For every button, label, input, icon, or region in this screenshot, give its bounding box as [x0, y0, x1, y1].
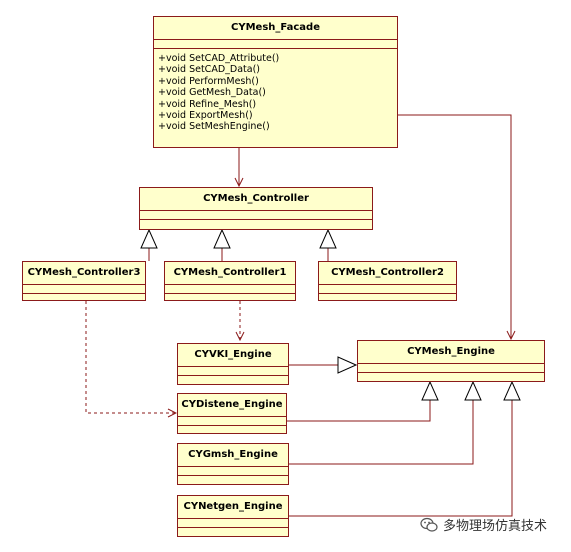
wechat-icon: [420, 517, 438, 532]
controller1-class-name: CYMesh_Controller1: [165, 262, 295, 285]
facade-operation: +void GetMesh_Data(): [158, 87, 266, 99]
engine-class[interactable]: CYMesh_Engine: [357, 340, 545, 382]
controller3-attributes: [23, 285, 145, 294]
gmsh-generalization-link: [289, 400, 474, 465]
facade-operation: +void SetCAD_Attribute(): [158, 53, 280, 64]
gmsh-engine-attributes: [178, 467, 288, 476]
controller2-attributes: [319, 285, 456, 294]
vki-engine-attributes: [178, 367, 288, 376]
vki-engine-class-name: CYVKI_Engine: [178, 344, 288, 367]
distene-generalization-arrow: [421, 380, 439, 401]
controller-class-name: CYMesh_Controller: [140, 188, 372, 211]
facade-to-engine-link: [397, 114, 511, 339]
engine-attributes: [358, 364, 544, 373]
engine-class-name: CYMesh_Engine: [358, 341, 544, 364]
controller2-generalization-arrow: [319, 228, 337, 249]
watermark-text: 多物理场仿真技术: [443, 519, 548, 534]
facade-operation: +void SetCAD_Data(): [158, 64, 260, 76]
distene-generalization-link: [287, 400, 431, 422]
gmsh-generalization-arrow: [464, 380, 482, 401]
controller3-generalization-arrow: [140, 228, 158, 249]
controller3-to-distene-dependency: [85, 301, 176, 413]
facade-attributes: [154, 40, 397, 49]
vki-engine-class[interactable]: CYVKI_Engine: [177, 343, 289, 385]
controller-attributes: [140, 211, 372, 220]
facade-operation: +void ExportMesh(): [158, 110, 253, 122]
distene-engine-class-name: CYDistene_Engine: [178, 394, 286, 417]
controller1-class[interactable]: CYMesh_Controller1: [164, 261, 296, 301]
controller1-attributes: [165, 285, 295, 294]
facade-operation: +void PerformMesh(): [158, 75, 259, 87]
watermark: 多物理场仿真技术: [420, 515, 547, 534]
distene-engine-class[interactable]: CYDistene_Engine: [177, 393, 287, 434]
facade-operation: +void Refine_Mesh(): [158, 98, 257, 110]
controller2-class-name: CYMesh_Controller2: [319, 262, 456, 285]
controller3-class-name: CYMesh_Controller3: [23, 262, 145, 285]
distene-engine-attributes: [178, 417, 286, 426]
facade-operation: +void SetMeshEngine(): [158, 121, 270, 133]
gmsh-engine-class-name: CYGmsh_Engine: [178, 444, 288, 467]
controller1-generalization-arrow: [213, 228, 231, 249]
controller-class[interactable]: CYMesh_Controller: [139, 187, 373, 230]
vki-generalization-arrow: [337, 356, 358, 374]
facade-class-name: CYMesh_Facade: [154, 17, 397, 40]
netgen-engine-class-name: CYNetgen_Engine: [178, 496, 288, 519]
controller3-class[interactable]: CYMesh_Controller3: [22, 261, 146, 301]
facade-class[interactable]: CYMesh_Facade +void SetCAD_Attribute() +…: [153, 16, 398, 148]
netgen-engine-class[interactable]: CYNetgen_Engine: [177, 495, 289, 537]
netgen-generalization-link: [289, 400, 513, 517]
facade-operations: +void SetCAD_Attribute() +void SetCAD_Da…: [154, 49, 397, 135]
netgen-generalization-arrow: [503, 380, 521, 401]
netgen-engine-attributes: [178, 519, 288, 528]
gmsh-engine-class[interactable]: CYGmsh_Engine: [177, 443, 289, 485]
controller2-class[interactable]: CYMesh_Controller2: [318, 261, 457, 301]
